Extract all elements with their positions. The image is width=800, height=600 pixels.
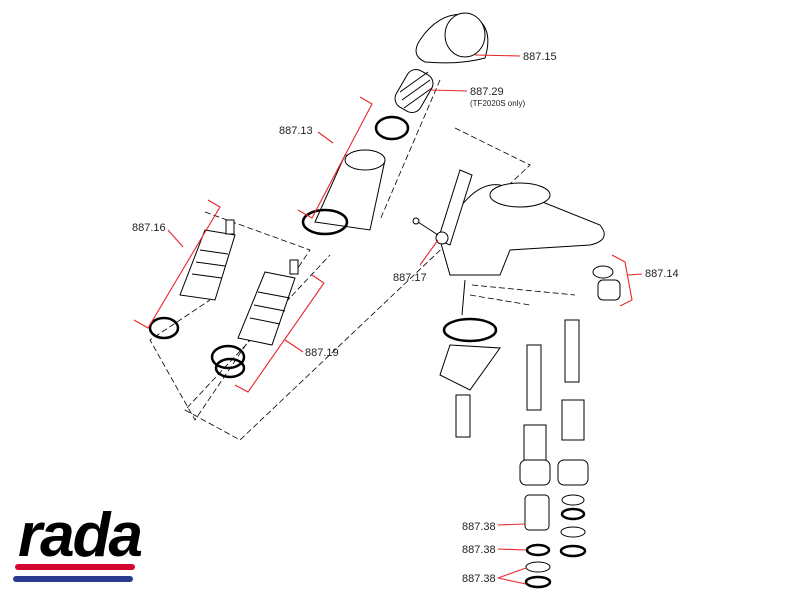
label-887-38-nut: 887.38 bbox=[462, 521, 496, 533]
label-887-29: 887.29 bbox=[470, 86, 504, 98]
cartridge-upper bbox=[314, 149, 386, 231]
label-887-38-washer: 887.38 bbox=[462, 544, 496, 556]
washer bbox=[525, 543, 551, 557]
gasket bbox=[442, 317, 498, 343]
spring bbox=[394, 68, 434, 114]
aerator bbox=[592, 265, 621, 301]
label-887-16: 887.16 bbox=[132, 222, 166, 234]
o-ring bbox=[374, 115, 410, 141]
label-887-19: 887.19 bbox=[305, 347, 339, 359]
label-887-17: 887.17 bbox=[393, 272, 427, 284]
rada-logo: rada bbox=[13, 501, 143, 582]
handle-cap bbox=[415, 12, 489, 64]
label-887-15: 887.15 bbox=[523, 51, 557, 63]
screw bbox=[412, 217, 439, 236]
label-887-13: 887.13 bbox=[279, 125, 313, 137]
axis-line bbox=[469, 294, 531, 306]
label-887-38-rings: 887.38 bbox=[462, 573, 496, 585]
logo-wordmark: rada bbox=[18, 501, 141, 570]
o-ring bbox=[210, 344, 246, 370]
mounting-stud bbox=[461, 279, 466, 316]
bracket-887-13 bbox=[297, 96, 373, 219]
o-ring bbox=[214, 357, 246, 379]
cartridge-lower bbox=[237, 259, 299, 346]
assembly-outline-left bbox=[149, 211, 311, 421]
bracket-887-16 bbox=[133, 199, 221, 329]
bracket-887-14 bbox=[611, 254, 633, 307]
tail-right bbox=[557, 319, 589, 558]
cartridge-left bbox=[179, 219, 236, 301]
label-note: (TF2020S only) bbox=[470, 99, 525, 108]
axis-line bbox=[379, 79, 441, 221]
tail-left bbox=[519, 344, 552, 589]
tap-body bbox=[435, 169, 605, 276]
label-887-14: 887.14 bbox=[645, 268, 679, 280]
backnut-plate bbox=[439, 344, 501, 391]
o-ring bbox=[301, 208, 349, 236]
spacer bbox=[455, 394, 471, 438]
bracket-887-19 bbox=[234, 274, 325, 393]
axis-line bbox=[471, 284, 576, 296]
o-ring bbox=[148, 316, 180, 340]
